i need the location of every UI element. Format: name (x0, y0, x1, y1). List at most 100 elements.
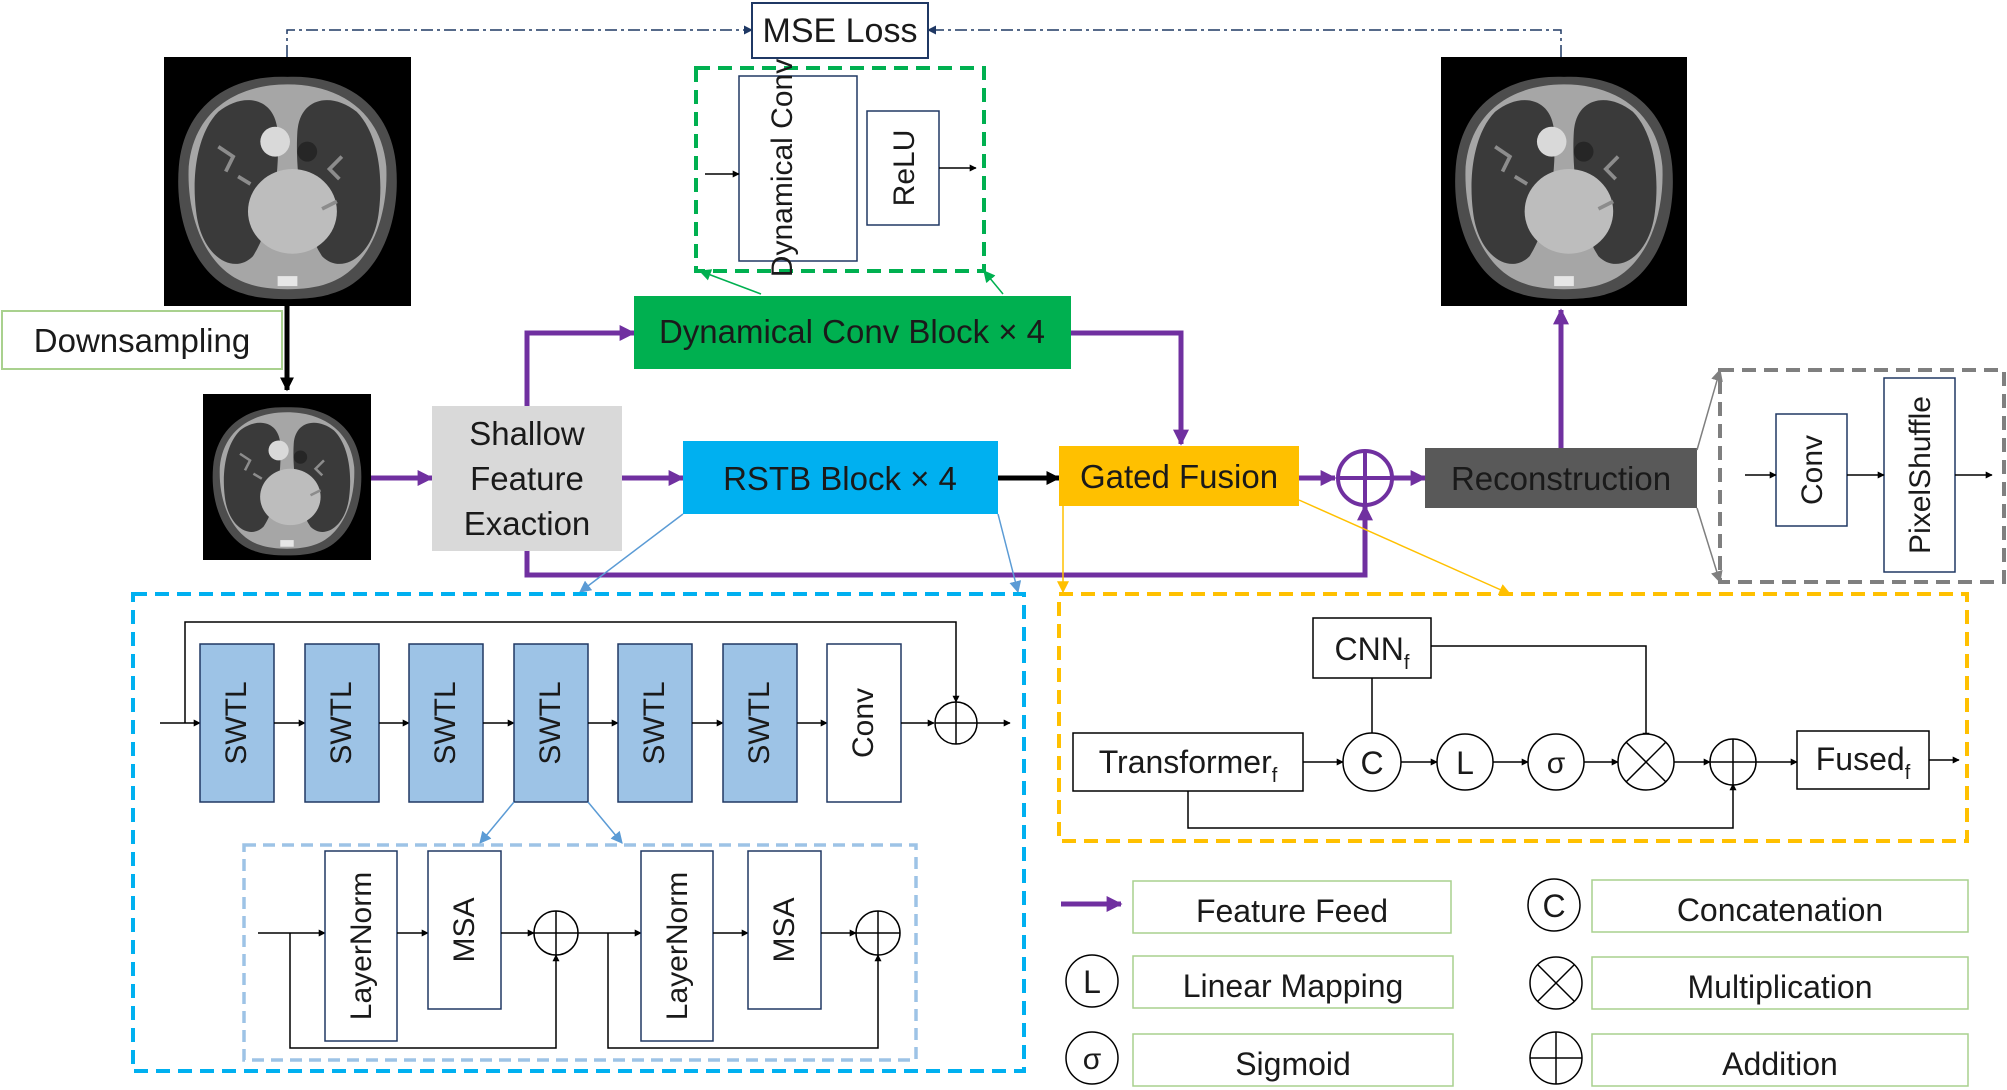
svg-text:SWTL: SWTL (220, 681, 253, 764)
relu-label: ReLU (888, 130, 921, 207)
swtl-5: SWTL (617, 643, 693, 803)
rstb-addition-node (934, 701, 978, 745)
mse-loss-label: MSE Loss (763, 12, 918, 50)
svg-text:LayerNorm: LayerNorm (345, 872, 378, 1020)
downsampling-box (1, 310, 283, 370)
recon-conv-label: Conv (1796, 435, 1829, 505)
svg-text:MSA: MSA (448, 897, 481, 962)
downsampled-ct-image (201, 392, 373, 562)
svg-text:C: C (1542, 888, 1565, 924)
rstb-conv: Conv (826, 643, 902, 803)
pixelshuffle-label: PixelShuffle (1904, 396, 1937, 554)
fused-f-label: Fusedf (1816, 741, 1911, 784)
swtl-detail-frame (242, 843, 918, 1062)
gated-detail-pointer-right (1298, 499, 1512, 596)
legend-addition-box (1591, 1033, 1969, 1087)
legend-linear-icon: L (1065, 954, 1119, 1008)
svg-text:LayerNorm: LayerNorm (661, 872, 694, 1020)
svg-text:SWTL: SWTL (534, 681, 567, 764)
legend-addition-icon (1529, 1031, 1583, 1085)
downsampling-label: Downsampling (34, 322, 250, 359)
legend-linear-label: Linear Mapping (1183, 968, 1404, 1004)
svg-text:SWTL: SWTL (429, 681, 462, 764)
dynamical-conv-detail-frame (694, 66, 986, 273)
legend-feature-feed-label: Feature Feed (1196, 893, 1388, 929)
rstb-detail-pointer-right (997, 513, 1022, 594)
shallow-label-line3: Exaction (464, 505, 591, 542)
dynamical-conv-block-label: Dynamical Conv Block × 4 (659, 313, 1045, 350)
main-addition-node (1336, 449, 1394, 507)
legend-concat-box (1591, 879, 1969, 933)
recon-detail-pointer-bottom (1696, 507, 1723, 584)
reconstruction-label: Reconstruction (1451, 460, 1671, 497)
cnn-to-multiply (1431, 645, 1650, 740)
legend-multiply-label: Multiplication (1688, 969, 1873, 1005)
swtl-residual-1 (289, 933, 560, 1049)
legend-sigmoid-icon: σ (1065, 1031, 1119, 1085)
flow-dynconv-to-gated (1071, 330, 1189, 446)
transformer-f-box (1072, 732, 1304, 792)
mse-loss-link-right (927, 25, 1562, 57)
svg-text:SWTL: SWTL (638, 681, 671, 764)
legend-sigmoid-label: Sigmoid (1235, 1046, 1351, 1082)
swtl-addition-2 (855, 910, 901, 956)
mse-loss-link-left (286, 25, 753, 57)
svg-text:Conv: Conv (847, 688, 880, 758)
legend-multiply-icon (1529, 956, 1583, 1010)
swtl-detail-pointer-right (587, 801, 623, 844)
cnn-f-box (1312, 617, 1432, 679)
dyn-detail-pointer-left (698, 269, 762, 295)
msa-1: MSA (427, 850, 502, 1010)
reconstruction-detail-frame (1718, 368, 2006, 584)
rstb-block-label: RSTB Block × 4 (723, 460, 957, 497)
legend-sigmoid-box (1132, 1033, 1454, 1087)
shallow-label-line2: Feature (470, 460, 584, 497)
sigmoid-node: σ (1527, 733, 1585, 791)
swtl-addition-1 (533, 910, 579, 956)
pixelshuffle-box (1883, 377, 1956, 573)
swtl-detail-pointer-left (479, 801, 515, 844)
mse-loss-box (751, 2, 929, 59)
rstb-block (683, 441, 998, 514)
transformer-f-label: Transformerf (1099, 744, 1278, 787)
cnn-f-label: CNNf (1335, 631, 1410, 674)
swtl-2: SWTL (304, 643, 380, 803)
dyn-detail-pointer-right (983, 270, 1004, 295)
svg-text:σ: σ (1547, 747, 1566, 780)
msa-2: MSA (747, 850, 822, 1010)
concat-node: C (1342, 732, 1402, 792)
flow-skip-to-add (524, 504, 1373, 578)
gated-fusion-label: Gated Fusion (1080, 458, 1278, 495)
gated-fusion-detail-frame (1057, 592, 1969, 843)
transformer-skip-to-add (1187, 783, 1737, 829)
dynamical-conv-label: Dynamical Conv (766, 59, 799, 277)
dynamical-conv-block (634, 296, 1071, 369)
layernorm-1: LayerNorm (324, 850, 398, 1042)
svg-text:σ: σ (1083, 1043, 1102, 1076)
shallow-feature-box (432, 406, 622, 551)
swtl-3: SWTL (408, 643, 484, 803)
rstb-residual-line (184, 621, 960, 723)
swtl-4: SWTL (513, 643, 589, 803)
legend-concat-icon: C (1527, 878, 1581, 932)
fused-f-box (1796, 730, 1930, 790)
layernorm-2: LayerNorm (640, 850, 714, 1042)
svg-text:SWTL: SWTL (325, 681, 358, 764)
legend-multiply-box (1591, 956, 1969, 1010)
relu-box (866, 110, 940, 226)
svg-text:L: L (1456, 745, 1474, 781)
svg-text:MSA: MSA (768, 897, 801, 962)
legend-addition-label: Addition (1722, 1046, 1838, 1082)
output-ct-image (1439, 55, 1689, 308)
swtl-residual-2 (607, 933, 882, 1049)
rstb-detail-pointer-left (579, 513, 684, 593)
gated-fusion-block (1059, 446, 1299, 506)
linear-node: L (1436, 733, 1494, 791)
input-ct-image (162, 55, 413, 308)
legend-feature-feed-box (1132, 880, 1452, 934)
swtl-1: SWTL (199, 643, 275, 803)
reconstruction-block (1425, 448, 1697, 508)
svg-text:L: L (1083, 964, 1101, 1000)
svg-text:C: C (1360, 745, 1383, 781)
